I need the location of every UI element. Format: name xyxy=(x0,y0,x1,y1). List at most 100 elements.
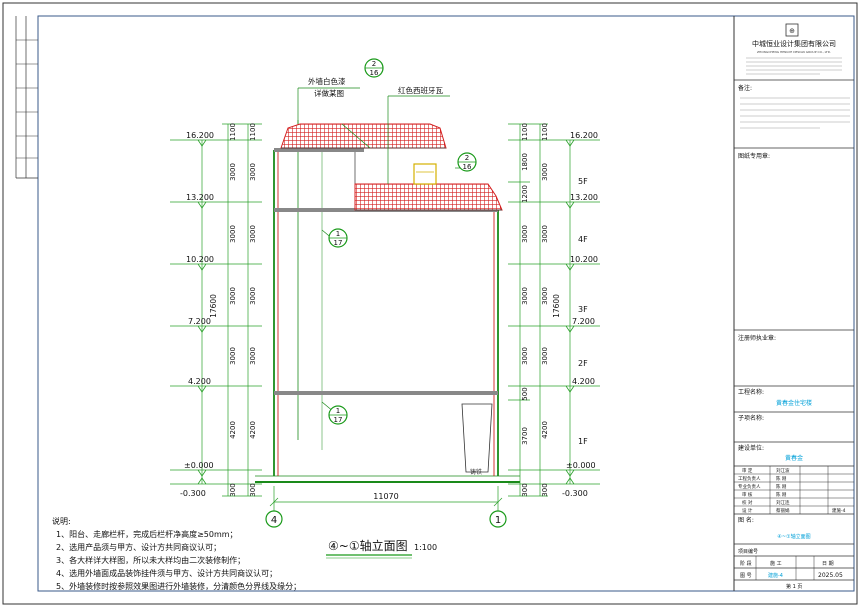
svg-text:审 定: 审 定 xyxy=(742,467,753,474)
svg-text:蔡丽娟: 蔡丽娟 xyxy=(776,507,790,514)
level-left-0: ±0.000 xyxy=(184,461,214,470)
level-right-7200: 7.200 xyxy=(572,317,595,326)
level-right-13200: 13.200 xyxy=(570,193,598,202)
right-level-labels: 16.200 13.200 10.200 7.200 4.200 ±0.000 … xyxy=(562,131,598,498)
svg-text:300: 300 xyxy=(541,483,549,496)
wall-note-2: 详做某图 xyxy=(314,88,344,98)
svg-text:陈 刚: 陈 刚 xyxy=(776,475,787,482)
sign-rows: 审 定 刘江波 工程负责人 陈 刚 专业负责人 陈 刚 审 核 陈 刚 校 对 … xyxy=(738,467,846,514)
client-label: 建设单位: xyxy=(738,444,764,452)
svg-text:刘江连: 刘江连 xyxy=(776,499,790,506)
note-3: 3、各大样详大样图，所以未大样均由二次装修制作； xyxy=(56,555,245,565)
door-label: 铸铁 xyxy=(470,468,482,476)
level-right-10200: 10.200 xyxy=(570,255,598,264)
callout-1-17-mid: 1 17 xyxy=(328,228,348,248)
svg-text:工程负责人: 工程负责人 xyxy=(738,475,761,482)
svg-text:3000: 3000 xyxy=(541,163,549,181)
svg-text:1800: 1800 xyxy=(521,153,529,171)
svg-text:3000: 3000 xyxy=(521,347,529,365)
total-height-right: 17600 xyxy=(552,294,561,318)
client-name: 黄春金 xyxy=(785,454,803,462)
svg-text:300: 300 xyxy=(229,483,237,496)
total-width: 11070 xyxy=(373,492,398,501)
svg-text:3000: 3000 xyxy=(249,287,257,305)
company-name-en: ZHONGCHENG HENGYE DESIGN GROUP CO., LTD. xyxy=(757,50,831,54)
level-right-neg: -0.300 xyxy=(562,489,588,498)
level-left-neg: -0.300 xyxy=(180,489,206,498)
entrance-door: 铸铁 xyxy=(461,403,493,476)
level-left-10200: 10.200 xyxy=(186,255,214,264)
svg-text:17: 17 xyxy=(334,239,343,247)
svg-text:3000: 3000 xyxy=(229,225,237,243)
level-right-4200: 4.200 xyxy=(572,377,595,386)
floor-labels: 5F 4F 3F 2F 1F xyxy=(578,177,588,446)
phase-value: 施 工 xyxy=(770,560,782,567)
svg-text:专业负责人: 专业负责人 xyxy=(738,483,761,490)
bottom-dimension xyxy=(269,486,503,512)
design-notes: 说明: 1、阳台、走廊栏杆，完成后栏杆净高度≥50mm； 2、选用产品须与甲方、… xyxy=(52,516,301,591)
drawing-frame xyxy=(37,15,855,592)
svg-text:4200: 4200 xyxy=(229,421,237,439)
floor-2f: 2F xyxy=(578,359,588,368)
svg-text:4200: 4200 xyxy=(249,421,257,439)
company-fine-print xyxy=(746,57,842,75)
date-value: 2025.05 xyxy=(818,572,843,579)
remarks-fine-print xyxy=(740,97,850,129)
level-left-7200: 7.200 xyxy=(188,317,211,326)
sheet-no-label: 图 号 xyxy=(740,573,752,579)
svg-text:2: 2 xyxy=(372,60,376,68)
note-4: 4、选用外墙面成品装饰挂件须与甲方、设计方共同商议认可； xyxy=(56,568,277,578)
page-label: 第 1 页 xyxy=(786,583,802,590)
svg-text:3000: 3000 xyxy=(229,287,237,305)
svg-text:3000: 3000 xyxy=(541,347,549,365)
remarks-label: 备注: xyxy=(738,84,752,92)
left-dim-text-outer: 1100 3000 3000 3000 3000 4200 300 xyxy=(249,123,257,497)
svg-text:3700: 3700 xyxy=(521,427,529,445)
svg-text:1100: 1100 xyxy=(521,123,529,141)
wall-note-1: 外墙白色漆 xyxy=(308,76,346,86)
sheet-no-value: 建施-4 xyxy=(768,572,783,579)
svg-text:300: 300 xyxy=(249,483,257,496)
drawing-title-main: ④~①轴立面图 xyxy=(328,538,408,553)
roof-chimney xyxy=(413,163,437,185)
left-dim-text-inner: 1100 3000 3000 3000 3000 4200 300 xyxy=(229,123,237,497)
svg-text:300: 300 xyxy=(521,483,529,496)
svg-text:⊕: ⊕ xyxy=(789,27,795,35)
svg-text:设 计: 设 计 xyxy=(742,507,753,514)
svg-text:3000: 3000 xyxy=(249,225,257,243)
svg-text:1: 1 xyxy=(336,407,340,415)
phase-label: 阶 段 xyxy=(740,560,752,567)
level-right-16200: 16.200 xyxy=(570,131,598,140)
svg-text:16: 16 xyxy=(463,163,472,171)
svg-text:1: 1 xyxy=(495,515,501,526)
roof-lower xyxy=(354,183,503,211)
svg-text:审 核: 审 核 xyxy=(742,491,753,498)
svg-text:16: 16 xyxy=(370,69,379,77)
project-no-label: 项目编号 xyxy=(738,548,758,555)
svg-text:500: 500 xyxy=(521,387,529,400)
svg-text:2: 2 xyxy=(465,154,469,162)
callout-2-16-top: 2 16 xyxy=(364,58,384,78)
reg-label: 注册师执业章: xyxy=(738,334,776,342)
sheet-code: 建施-4 xyxy=(832,507,846,514)
binding-strip xyxy=(15,16,38,179)
floor-3f: 3F xyxy=(578,305,588,314)
callout-2-16-right: 2 16 xyxy=(457,152,477,172)
drawing-name-value: ④~①轴立面图 xyxy=(777,533,810,540)
svg-text:3000: 3000 xyxy=(541,225,549,243)
svg-text:1100: 1100 xyxy=(229,123,237,141)
level-left-16200: 16.200 xyxy=(186,131,214,140)
notes-heading: 说明: xyxy=(52,516,71,526)
project-name: 黄春金住宅楼 xyxy=(776,399,812,407)
drawing-name-label: 图 名: xyxy=(738,516,754,524)
subproject-label: 子项名称: xyxy=(738,414,764,422)
right-dimension-lines xyxy=(508,123,600,497)
company-logo: ⊕ xyxy=(785,23,799,37)
project-label: 工程名称: xyxy=(738,388,764,396)
roof-note: 红色西班牙瓦 xyxy=(398,85,443,95)
note-5: 5、外墙装修时按参照效果图进行外墙装修，分清颜色分界线及缘分； xyxy=(56,581,301,591)
svg-text:4200: 4200 xyxy=(541,421,549,439)
grid-axis-left: 4 xyxy=(265,510,283,528)
